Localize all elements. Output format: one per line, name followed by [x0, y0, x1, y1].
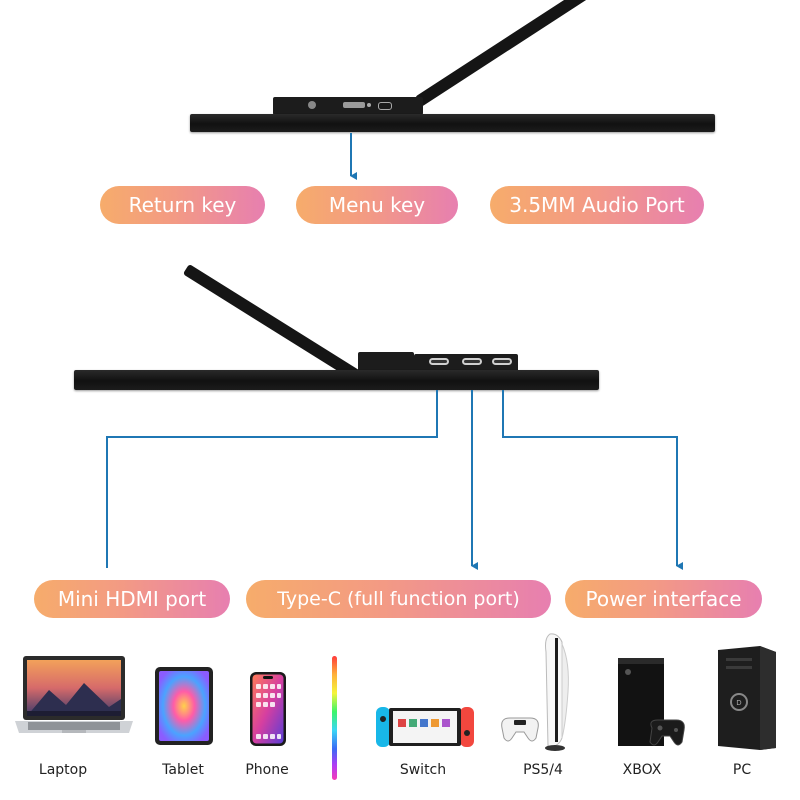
xbox-icon — [614, 656, 690, 752]
mini-hdmi-line — [106, 390, 438, 568]
laptop-icon — [14, 655, 134, 745]
mini-hdmi-label: Mini HDMI port — [34, 580, 230, 618]
bottom-stand-block — [358, 352, 414, 372]
audio-jack — [308, 101, 316, 109]
phone-icon — [250, 672, 286, 746]
laptop-label: Laptop — [38, 762, 88, 778]
ps5-icon — [496, 632, 582, 752]
audio-port-label: 3.5MM Audio Port — [490, 186, 704, 224]
phone-label: Phone — [245, 762, 289, 778]
tablet-icon — [155, 667, 213, 745]
power-interface-label: Power interface — [565, 580, 762, 618]
switch-icon — [376, 707, 474, 747]
menu-rocker — [343, 102, 365, 108]
svg-text:D: D — [736, 699, 741, 707]
type-c-connector — [462, 358, 482, 365]
menu-key-label: Menu key — [296, 186, 458, 224]
top-usbc-port — [378, 102, 392, 110]
top-monitor — [0, 0, 800, 140]
switch-label: Switch — [399, 762, 447, 778]
rainbow-divider — [332, 656, 337, 780]
xbox-label: XBOX — [622, 762, 662, 778]
ps-label: PS5/4 — [523, 762, 563, 778]
pc-label: PC — [732, 762, 752, 778]
power-connector — [492, 358, 512, 365]
pc-icon: D — [716, 644, 778, 752]
return-key-label: Return key — [100, 186, 265, 224]
mini-hdmi-connector — [429, 358, 449, 365]
indicator-dot — [367, 103, 371, 107]
power-line — [502, 390, 683, 570]
type-c-label: Type-C (full function port) — [246, 580, 551, 618]
tablet-label: Tablet — [162, 762, 204, 778]
bottom-monitor-bar — [74, 370, 599, 390]
top-monitor-bar — [190, 114, 715, 132]
